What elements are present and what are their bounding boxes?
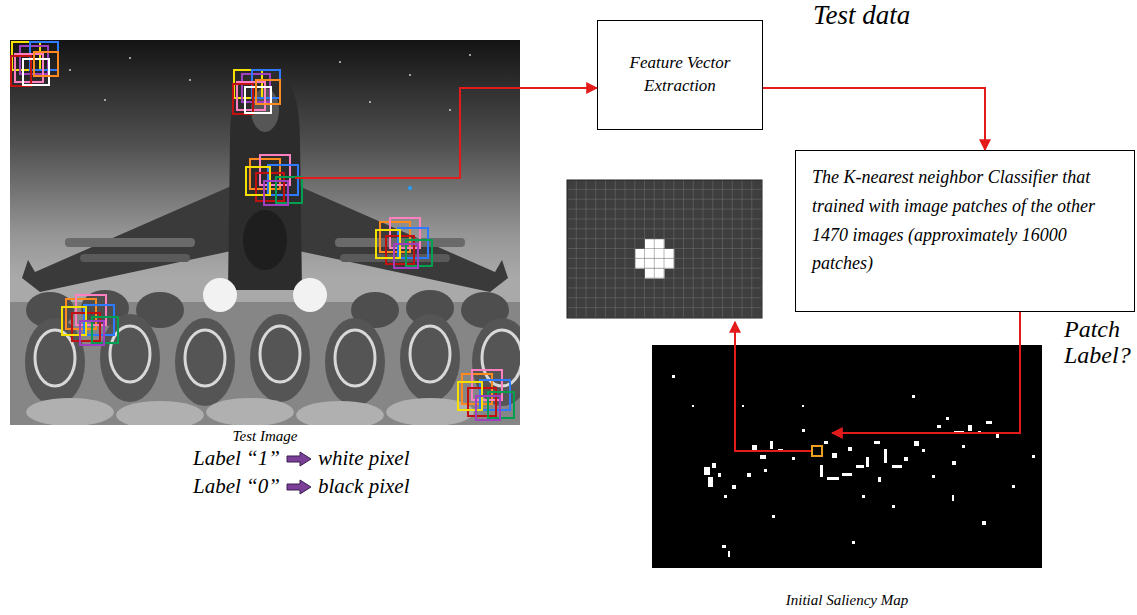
test-image-part-part-part — [100, 314, 160, 402]
test-image-part-part-part — [400, 314, 460, 402]
test-image-part-part-part — [189, 79, 191, 81]
arrow-icon-part — [287, 480, 311, 494]
patch-grid — [567, 180, 762, 318]
test-image-part-part-part — [339, 61, 341, 63]
image-panel: Initial Saliency Map — [652, 345, 1042, 613]
box-text: The K-nearest neighbor Classifier that t… — [812, 163, 1110, 278]
box-text: Feature Vector Extraction — [608, 52, 752, 98]
pixel-label: Label “0” — [193, 474, 280, 499]
test-image-part-part-part — [469, 54, 471, 56]
classifier-box: The K-nearest neighbor Classifier that t… — [795, 150, 1135, 312]
test-image-part-part-part — [185, 330, 225, 386]
image-caption: Initial Saliency Map — [652, 592, 1042, 609]
test-image-part-part-part — [369, 101, 371, 103]
flow-arrow — [832, 312, 1020, 433]
test-image-part-part-part — [206, 398, 294, 425]
test-image-part-part-part — [26, 398, 114, 425]
test-image-part — [10, 40, 520, 425]
patch-grid-part — [567, 180, 762, 318]
edge-label: Test data — [813, 1, 1013, 31]
image-caption: Test Image — [10, 428, 520, 445]
test-image-part-part-part — [250, 314, 310, 402]
test-image-part-part — [62, 295, 118, 345]
test-image-part-part-part — [409, 74, 411, 76]
test-image-part-part-part — [116, 401, 204, 425]
test-image-part-part-part — [25, 318, 85, 406]
saliency-map-part — [652, 345, 1042, 568]
pixel-label: Label “1” — [193, 446, 280, 471]
image-panel: Test Image — [10, 40, 520, 450]
test-image-part-part — [246, 155, 302, 205]
test-image-part-part-part — [335, 330, 375, 386]
test-image-part-part-part — [386, 398, 474, 425]
test-image-part-part-part — [410, 326, 450, 382]
saliency-map-part — [672, 375, 1035, 557]
test-image-part-part — [203, 278, 237, 312]
pixel-meaning: black pixel — [318, 474, 410, 499]
test-image-part-part — [65, 238, 195, 247]
patch-grid-part — [567, 180, 762, 318]
label-row: Label “0” black pixel — [193, 474, 410, 499]
test-image-part-part — [458, 370, 514, 420]
test-image-part-part — [243, 210, 287, 270]
test-image-part-part-part — [104, 99, 106, 101]
test-image-part-part — [285, 180, 508, 292]
test-image-part-part — [80, 254, 190, 262]
test-image-part-part-part — [175, 318, 235, 406]
test-image-part-part-part — [260, 326, 300, 382]
flow-arrow — [763, 88, 985, 150]
arrow-icon-part — [287, 452, 311, 466]
test-image-part-part — [408, 186, 412, 190]
test-image-part-part — [10, 40, 520, 302]
pixel-meaning: white pixel — [318, 446, 410, 471]
test-image-part-part — [376, 218, 432, 268]
saliency-map-part — [812, 446, 822, 456]
patch-grid-part — [567, 180, 762, 318]
test-image-part-part-part — [129, 57, 131, 59]
test-image-part-part — [22, 180, 245, 292]
leader-arrow — [735, 322, 811, 451]
test-image-part-part-part — [110, 326, 150, 382]
test-image-part-part — [26, 398, 474, 425]
label-row: Label “1” white pixel — [193, 446, 410, 471]
test-image-part-part-part — [449, 109, 451, 111]
process-box: Feature Vector Extraction — [597, 20, 763, 130]
test-image-part-part — [228, 70, 302, 290]
arrow-icon — [286, 451, 312, 467]
test-image — [10, 40, 532, 429]
flow-arrow — [295, 88, 597, 178]
test-image-part-part-part — [69, 69, 71, 71]
test-image-part-part-part — [325, 318, 385, 406]
test-image-part-part-part — [296, 401, 384, 425]
test-image-part-part — [233, 70, 280, 114]
arrow-icon — [286, 479, 312, 495]
test-image-part-part-part — [35, 330, 75, 386]
saliency-map — [652, 345, 1042, 568]
edge-label: Patch Label? — [1064, 316, 1135, 369]
test-image-part-part — [293, 278, 327, 312]
test-image-part-part — [11, 42, 58, 86]
